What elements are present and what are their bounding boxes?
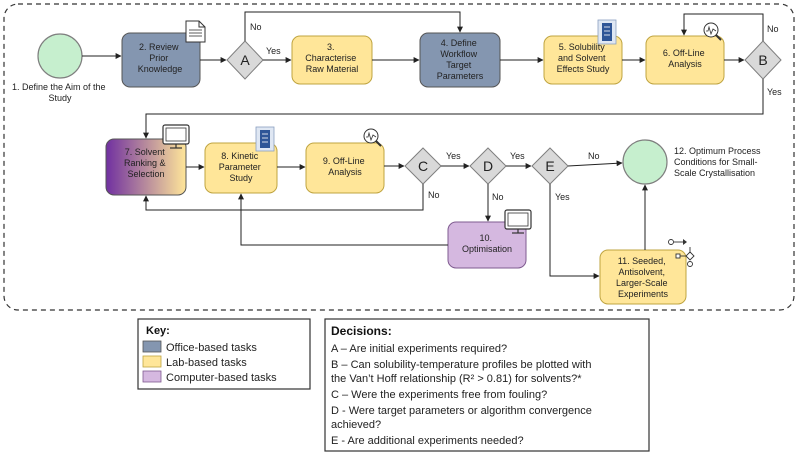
edge-a-yes-label: Yes: [266, 46, 281, 56]
start-node: [37, 33, 83, 79]
edge-optimisation-kinetic: [238, 193, 448, 246]
document-icon: [185, 20, 206, 43]
edge-b-yes-label: Yes: [767, 87, 782, 97]
start-node-label: 1. Define the Aim of the Study: [12, 82, 108, 103]
edge-c-yes-label: Yes: [446, 151, 461, 161]
offline-analysis-9-label: 9. Off-Line Analysis: [323, 156, 367, 177]
decision-line-e: E - Are additional experiments needed?: [331, 435, 524, 447]
solvent-ranking-label: 7. Solvent Ranking & Selection: [124, 147, 168, 179]
edge-b-yes-to-ranking: [143, 79, 764, 139]
key-label-lab: Lab-based tasks: [166, 357, 247, 369]
key-box: [137, 318, 311, 390]
key-label-office: Office-based tasks: [166, 342, 257, 354]
decision-line-b1: B – Can solubility-temperature profiles …: [331, 359, 591, 371]
offline-analysis-6-label: 6. Off-Line Analysis: [663, 48, 707, 69]
end-node: [622, 139, 668, 185]
decisions-title: Decisions:: [331, 324, 392, 338]
decision-d-label: D: [483, 158, 493, 174]
decision-line-d1: D - Were target parameters or algorithm …: [331, 405, 592, 417]
decision-line-b2: the Van’t Hoff relationship (R² > 0.81) …: [331, 373, 582, 385]
seeded-experiments-node: [599, 249, 687, 305]
key-title: Key:: [146, 325, 170, 337]
edge-c-no-label: No: [428, 190, 440, 200]
edge-a-no-label: No: [250, 22, 262, 32]
kinetic-study-node: [204, 142, 278, 194]
edge-e-no-label: No: [588, 151, 600, 161]
decision-b-label: B: [758, 52, 767, 68]
server-rack-icon: [255, 126, 275, 152]
edge-d-no-label: No: [492, 192, 504, 202]
analysis-magnifier-icon: [703, 22, 722, 41]
optimisation-label: 10. Optimisation: [462, 233, 512, 254]
edge-e-yes-seeded: [549, 184, 600, 279]
define-workflow-label: 4. Define Workflow Target Parameters: [437, 38, 484, 81]
edge-b-no-label: No: [767, 24, 779, 34]
decision-a: [226, 40, 264, 80]
decision-line-c: C – Were the experiments free from fouli…: [331, 389, 547, 401]
edge-a-no-to-workflow: [244, 11, 463, 41]
offline-analysis-9-node: [305, 142, 385, 194]
edge-e-no-end: [567, 160, 623, 167]
monitor-icon: [504, 209, 532, 234]
decision-a-label: A: [240, 52, 250, 68]
edge-d-yes-label: Yes: [510, 151, 525, 161]
key-swatch-lab: [142, 355, 162, 368]
key-label-computer: Computer-based tasks: [166, 372, 277, 384]
seeded-experiments-label: 11. Seeded, Antisolvent, Larger-Scale Ex…: [616, 256, 670, 299]
decision-e-label: E: [545, 158, 554, 174]
decision-line-a: A – Are initial experiments required?: [331, 343, 507, 355]
end-node-label: 12. Optimum Process Conditions for Small…: [674, 146, 763, 178]
workflow-boundary: [3, 3, 795, 311]
monitor-icon: [162, 124, 190, 149]
kinetic-study-label: 8. Kinetic Parameter Study: [219, 151, 264, 183]
key-swatch-office: [142, 340, 162, 353]
solubility-study-label: 5. Solubility and Solvent Effects Study: [557, 42, 610, 74]
analysis-magnifier-icon: [363, 128, 382, 147]
edge-b-no-loop: [681, 13, 764, 41]
decision-c-label: C: [418, 158, 428, 174]
decisions-box: [324, 318, 650, 452]
reaction-scheme-icon: [668, 239, 695, 267]
decision-line-d2: achieved?: [331, 419, 381, 431]
edge-c-no-to-ranking: [143, 184, 424, 211]
key-swatch-computer: [142, 370, 162, 383]
edge-e-yes-label: Yes: [555, 192, 570, 202]
server-rack-icon: [597, 19, 617, 45]
review-prior-knowledge-label: 2. Review Prior Knowledge: [138, 42, 183, 74]
characterise-raw-material-label: 3. Characterise Raw Material: [305, 42, 359, 74]
